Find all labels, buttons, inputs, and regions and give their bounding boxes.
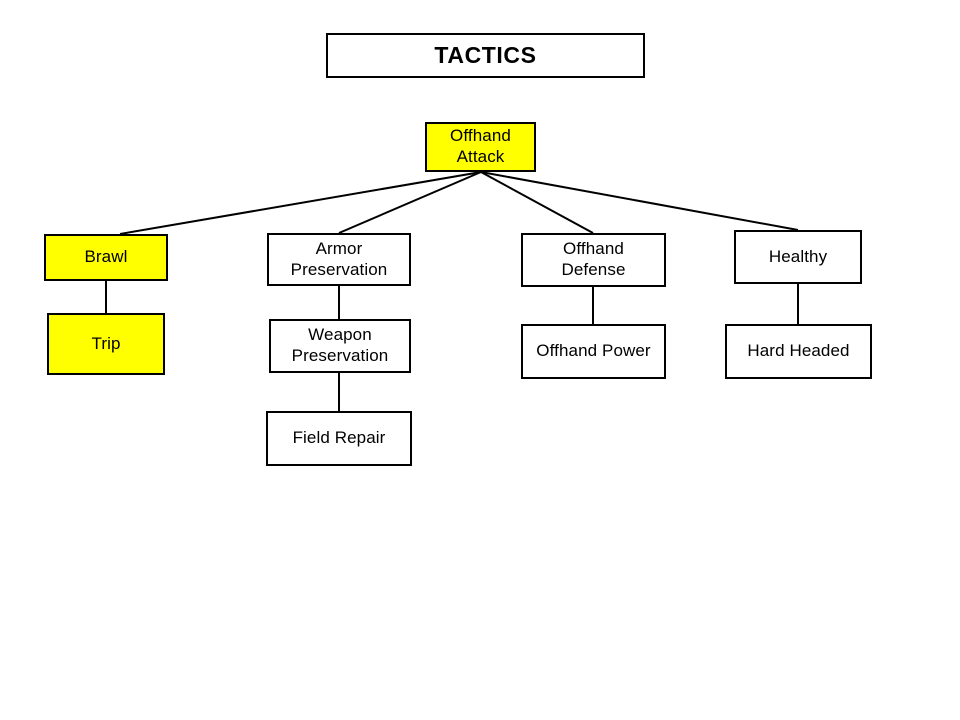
node-healthy[interactable]: Healthy [734, 230, 862, 284]
node-label-brawl: Brawl [84, 247, 128, 267]
node-label-healthy: Healthy [768, 246, 828, 266]
node-label-hard-headed: Hard Headed [747, 341, 850, 361]
diagram-title-box: TACTICS [326, 33, 645, 78]
node-offhand-power[interactable]: Offhand Power [521, 324, 666, 379]
node-trip[interactable]: Trip [47, 313, 165, 375]
edge-offhand-attack-armor-preservation [338, 171, 482, 234]
node-label-offhand-attack: Offhand Attack [450, 126, 511, 166]
node-label-field-repair: Field Repair [292, 428, 386, 448]
page-title: TACTICS [434, 42, 537, 68]
node-label-armor-preservation: Armor Preservation [290, 238, 388, 279]
node-offhand-attack[interactable]: Offhand Attack [425, 122, 536, 172]
node-label-weapon-preservation: Weapon Preservation [291, 325, 389, 365]
node-field-repair[interactable]: Field Repair [266, 411, 412, 466]
node-weapon-preservation[interactable]: Weapon Preservation [269, 319, 411, 373]
node-armor-preservation[interactable]: Armor Preservation [267, 233, 411, 286]
node-label-offhand-power: Offhand Power [536, 341, 651, 361]
node-hard-headed[interactable]: Hard Headed [725, 324, 872, 379]
node-label-trip: Trip [91, 333, 121, 353]
node-label-offhand-defense: Offhand Defense [561, 239, 626, 279]
edge-offhand-attack-healthy [480, 171, 799, 231]
node-offhand-defense[interactable]: Offhand Defense [521, 233, 666, 287]
edge-offhand-attack-offhand-defense [480, 171, 594, 234]
edge-offhand-attack-brawl [119, 171, 482, 235]
node-brawl[interactable]: Brawl [44, 234, 168, 281]
